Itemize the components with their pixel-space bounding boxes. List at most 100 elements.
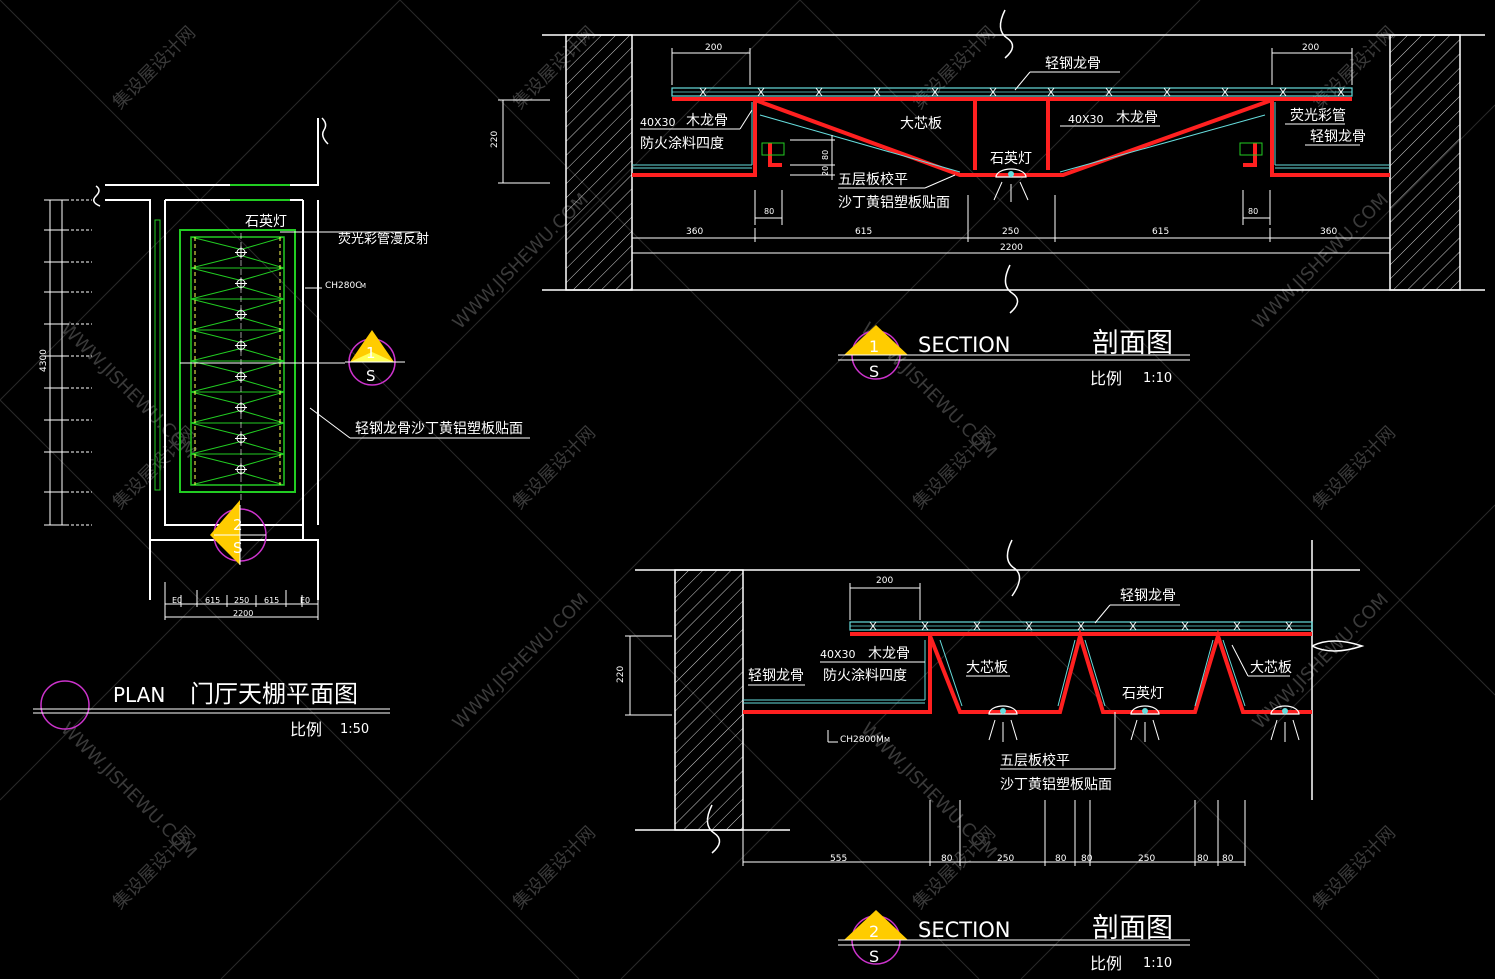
plan-dim: E0 [300,596,310,605]
section1-label-core: 大芯板 [900,116,942,132]
section1-letter: S [869,362,879,381]
section1-title-block: 1 S SECTION 剖面图 比例 1:10 [838,325,1190,388]
plan-dim: 615 [264,596,279,605]
plan-title-block: PLAN 门厅天棚平面图 比例 1:50 [33,680,390,739]
plan-bottom-dim-lines [164,582,319,620]
section2-label-steel: 轻钢龙骨 [1120,588,1176,604]
section2-dim: 200 [876,576,893,586]
section1-dim-total: 2200 [1000,243,1023,253]
section2-label-height: CH2800M [840,735,884,745]
section1-wall-right [1389,34,1461,291]
section1-dim: 200 [1302,43,1319,53]
plan-left-total: 4300 [39,349,49,372]
section2-dim: 220 [616,666,626,683]
plan-section1-letter: S [366,367,376,385]
section2-label-core-left: 大芯板 [966,660,1008,676]
section1-title-cn: 剖面图 [1092,328,1173,359]
watermark-text: 集设屋设计网 [109,22,200,113]
plan-scale-label: 比例 [290,720,322,739]
section1-label-steel: 轻钢龙骨 [1045,56,1101,72]
plan-label-height: CH280C [325,281,362,291]
section1-label-wood-size: 40X30 [640,116,676,129]
section1-label-plywood: 五层板校平 [838,171,908,188]
section2-label-core-right: 大芯板 [1250,660,1292,676]
section2-dim: 250 [997,854,1014,864]
break-symbol [321,117,329,145]
section1-dim: 615 [855,227,872,237]
section2-dim: 250 [1138,854,1155,864]
section1-dim: 360 [686,227,703,237]
section2-title: SECTION [918,918,1011,942]
section2-label-fire: 防火涂料四度 [823,668,907,684]
section2-label-wood: 木龙骨 [868,646,910,662]
section2-wall [674,569,744,831]
section1-label-fire: 防火涂料四度 [640,136,724,152]
section2-dim: 80 [1081,854,1093,864]
section1-dim: 220 [490,131,500,148]
section1-scale-label: 比例 [1090,369,1122,388]
plan-dim: 250 [234,596,249,605]
plan-left-dimensions [44,199,92,526]
section1-label-light: 石英灯 [990,150,1032,167]
section1-label-alum: 沙丁黄铝塑板贴面 [838,194,950,211]
plan-section2-num: 2 [233,516,243,534]
plan-view: 石英灯 荧光彩管漫反射 CH280C M 轻钢龙骨沙丁黄铝塑板贴面 1 S 2 … [33,117,530,739]
plan-dim-total: 2200 [233,609,253,618]
watermark-text: 集设屋设计网 [1309,822,1400,913]
section1-wall-left [565,34,633,291]
section1-dim: 80 [1248,207,1258,216]
plan-walls [105,118,319,600]
section2-label-light: 石英灯 [1122,685,1164,702]
section1-dim: 80 [821,150,830,160]
break-symbol [999,9,1014,59]
watermark-text: WWW.JISHEWU.COM [449,589,593,733]
plan-dim: 615 [205,596,220,605]
quartz-light-icon [1270,705,1300,742]
plan-bays [190,236,285,486]
section2-label-height-suffix: M [884,736,890,744]
plan-scale: 1:50 [340,722,369,737]
section1-label-wood-r: 木龙骨 [1116,110,1158,126]
section2-label-wood-size: 40X30 [820,648,856,661]
section-2: 200 220 555 80 250 80 80 250 80 80 轻钢龙骨 … [616,539,1365,973]
plan-ceiling-outline [179,229,296,493]
plan-label-material: 轻钢龙骨沙丁黄铝塑板贴面 [355,420,523,437]
section1-dim: 360 [1320,227,1337,237]
quartz-light-icon [988,705,1018,742]
section2-letter: S [869,947,879,966]
plan-title-en: PLAN [113,683,165,707]
section2-lights [988,705,1300,742]
section2-red-profile [743,628,1312,714]
section2-scale-label: 比例 [1090,954,1122,973]
section1-scale: 1:10 [1143,371,1172,386]
break-symbol [1006,539,1021,597]
section2-dim: 80 [1222,854,1234,864]
section2-dim: 80 [941,854,953,864]
section1-fluor-left [761,142,785,156]
section2-dim: 555 [830,854,847,864]
plan-label-fluorescent: 荧光彩管漫反射 [338,231,429,247]
quartz-light-icon [1130,705,1160,742]
plan-section-marker-1: 1 S [345,330,405,386]
watermark-text: WWW.JISHEWU.COM [56,719,200,863]
section1-label-fluor: 荧光彩管 [1290,107,1346,124]
section2-title-block: 2 S SECTION 剖面图 比例 1:10 [838,910,1190,973]
section2-label-steel-left: 轻钢龙骨 [748,668,804,684]
watermark-text: 集设屋设计网 [509,822,600,913]
section2-num: 2 [869,922,879,941]
section1-dim: 615 [1152,227,1169,237]
section1-dim: 20 [821,166,830,176]
watermark-text: 集设屋设计网 [1309,422,1400,513]
section2-dim: 80 [1197,854,1209,864]
section1-dim: 250 [1002,227,1019,237]
section2-label-plywood: 五层板校平 [1000,752,1070,769]
section2-title-cn: 剖面图 [1092,913,1173,944]
section1-title: SECTION [918,333,1011,357]
plan-dim: E0 [172,596,182,605]
section1-label-wood: 木龙骨 [686,113,728,129]
section-1: 200 200 220 80 20 80 80 [490,9,1485,388]
plan-title-cn: 门厅天棚平面图 [190,680,358,708]
section1-num: 1 [869,337,879,356]
section2-label-alum: 沙丁黄铝塑板贴面 [1000,776,1112,793]
